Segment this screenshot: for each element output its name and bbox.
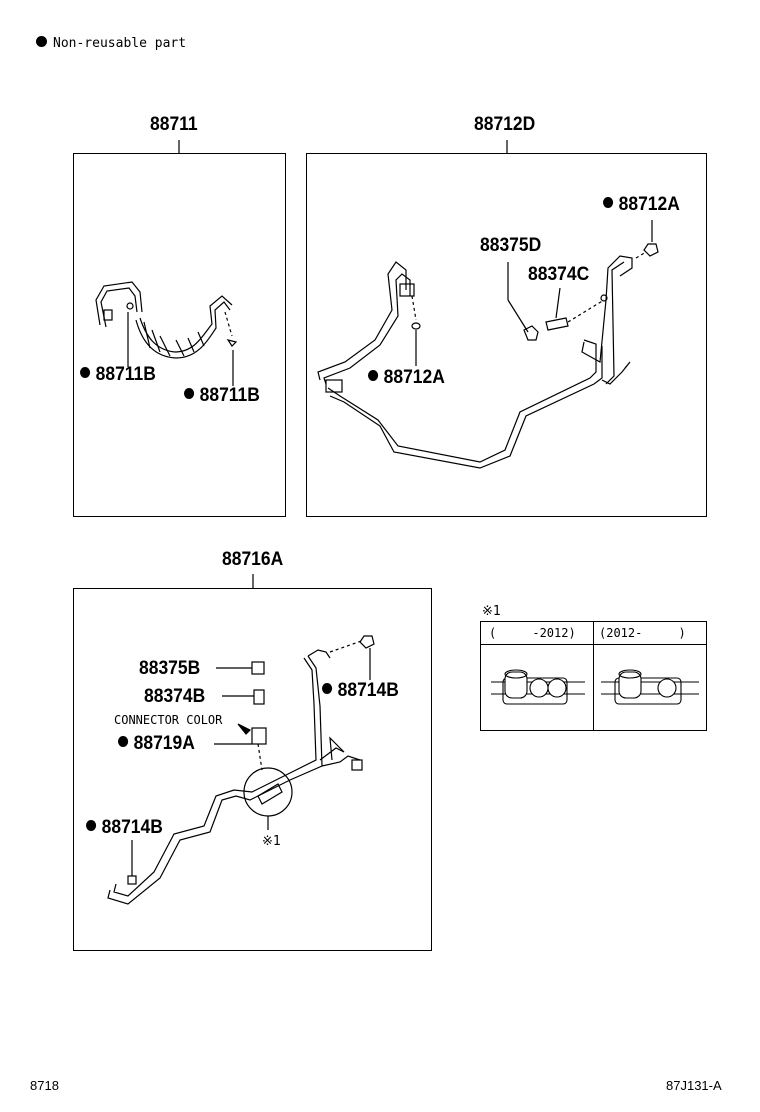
part-label-88719A: 88719A: [118, 733, 195, 755]
group-title-88712D: 88712D: [474, 114, 536, 135]
detail-col2-header: (2012- ): [599, 626, 686, 640]
non-reusable-dot-icon: [86, 820, 97, 832]
panel-88716A: [73, 588, 432, 951]
part-label-88375B: 88375B: [139, 658, 201, 679]
part-label-88714B-right: 88714B: [322, 680, 399, 702]
group-title-88716A: 88716A: [222, 549, 284, 570]
legend-text: Non-reusable part: [53, 36, 187, 51]
detail-col1-header: ( -2012): [489, 626, 576, 640]
group-title-88711: 88711: [150, 114, 198, 135]
non-reusable-dot-icon: [118, 736, 129, 748]
detail-table: ( -2012) (2012- ): [480, 621, 707, 731]
part-label-88714B-left: 88714B: [86, 817, 163, 839]
connector-illustrations: [491, 669, 699, 705]
panel-88711: [73, 153, 286, 517]
note-mark-label: ※1: [262, 834, 281, 849]
part-label-88712A-bottom: 88712A: [368, 367, 445, 389]
detail-col-divider: [593, 622, 594, 730]
part-label-88374B: 88374B: [144, 686, 206, 707]
non-reusable-dot-icon: [603, 197, 614, 209]
non-reusable-dot-icon: [322, 683, 333, 695]
footer-right: 87J131-A: [666, 1078, 722, 1093]
non-reusable-dot-icon: [80, 367, 91, 379]
detail-mark: ※1: [482, 604, 501, 619]
non-reusable-dot-icon: [368, 370, 379, 382]
part-label-88711B-left: 88711B: [80, 364, 156, 386]
panel-88712D: [306, 153, 707, 517]
part-label-88375D: 88375D: [480, 235, 542, 256]
part-label-88712A-top: 88712A: [603, 194, 680, 216]
non-reusable-dot-icon: [36, 36, 47, 47]
non-reusable-dot-icon: [184, 388, 195, 400]
legend: Non-reusable part: [36, 36, 186, 51]
part-label-88374C: 88374C: [528, 264, 590, 285]
footer-left: 8718: [30, 1078, 59, 1093]
connector-color-label: CONNECTOR COLOR: [114, 713, 223, 727]
part-label-88711B-right: 88711B: [184, 385, 260, 407]
